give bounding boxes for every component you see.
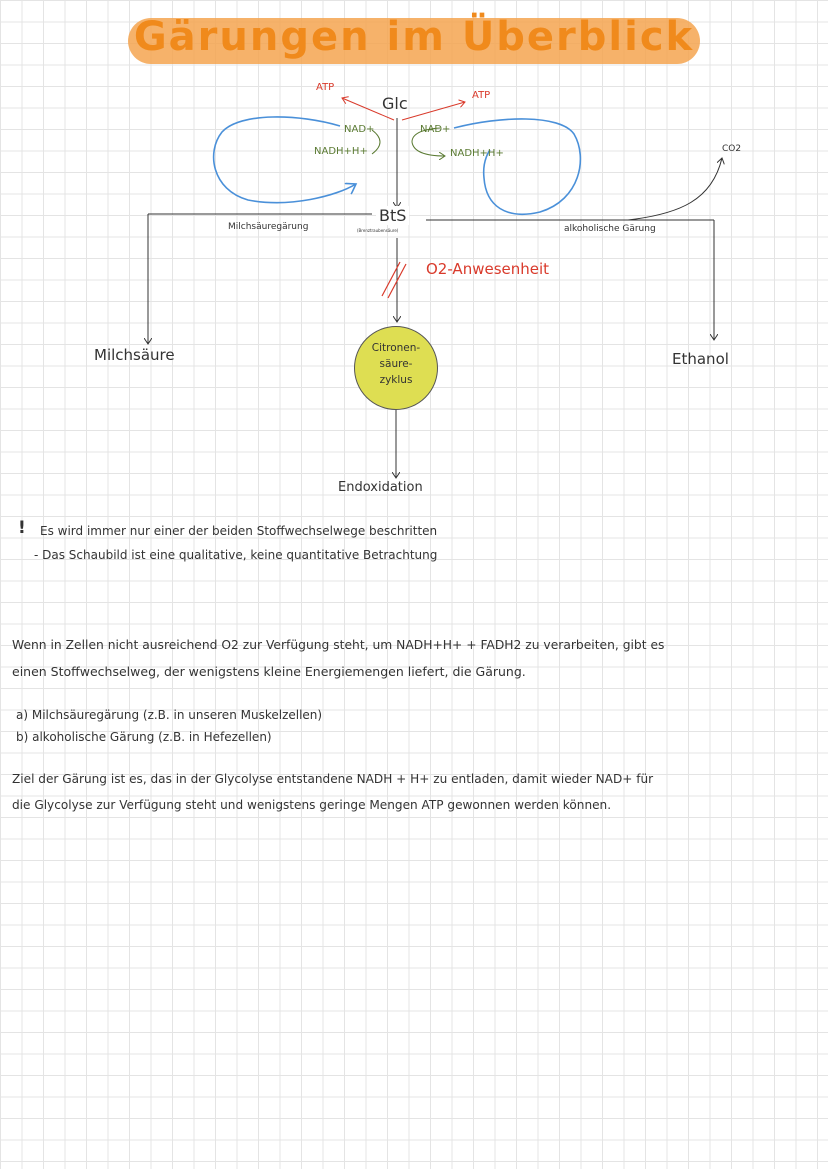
citrate-cycle-label: Citronen- säure- zyklus [354, 340, 438, 388]
o2-strike-1 [381, 261, 401, 297]
co2-arrow [627, 158, 722, 221]
alkoholische-gaerung-label: alkoholische Gärung [564, 224, 656, 234]
paragraph-2-line-2: die Glycolyse zur Verfügung steht und we… [12, 798, 612, 812]
title-highlight [128, 18, 700, 64]
citrate-line-3: zyklus [379, 374, 413, 386]
blue-cycle-right [453, 118, 582, 216]
paragraph-1-line-2: einen Stoffwechselweg, der wenigstens kl… [12, 664, 526, 679]
note-line-1: Es wird immer nur einer der beiden Stoff… [40, 524, 438, 538]
nadh-left-label: NADH+H+ [314, 146, 368, 157]
bts-small-label: (Brenztraubensäure) [357, 228, 399, 233]
milchsaeuregaerung-label: Milchsäuregärung [228, 222, 309, 232]
citrate-cycle-circle [354, 326, 438, 410]
citrate-line-2: säure- [379, 358, 413, 370]
glc-label: Glc [382, 94, 408, 113]
atp-right-label: ATP [472, 90, 491, 101]
nad-right-curve [411, 127, 445, 156]
atp-left-label: ATP [316, 82, 335, 93]
blue-cycle-left [212, 116, 356, 204]
nadh-right-label: NADH+H+ [450, 148, 504, 159]
o2-presence-label: O2-Anwesenheit [426, 260, 550, 278]
list-item-a: a) Milchsäuregärung (z.B. in unseren Mus… [16, 708, 323, 722]
atp-right-arrow [401, 102, 465, 121]
exclamation-mark: ! [18, 518, 26, 538]
paragraph-1-line-1: Wenn in Zellen nicht ausreichend O2 zur … [12, 638, 665, 652]
nad-left-curve [371, 129, 381, 155]
atp-left-arrow [342, 98, 395, 121]
citrate-line-1: Citronen- [371, 342, 421, 354]
nad-right-label: NAD+ [420, 124, 451, 135]
endoxidation-label: Endoxidation [338, 480, 423, 495]
note-line-2: - Das Schaubild ist eine qualitative, ke… [34, 548, 438, 562]
o2-strike-2 [387, 263, 407, 299]
fermentation-diagram [0, 0, 828, 520]
ethanol-label: Ethanol [672, 350, 729, 368]
list-item-b: b) alkoholische Gärung (z.B. in Hefezell… [16, 730, 272, 744]
paragraph-2-line-1: Ziel der Gärung ist es, das in der Glyco… [12, 772, 654, 786]
co2-label: CO2 [722, 144, 742, 154]
page-title: Gärungen im Überblick [133, 14, 695, 60]
bts-label: BtS [376, 206, 410, 225]
milchsaeure-label: Milchsäure [94, 346, 175, 364]
nad-left-label: NAD+ [344, 124, 375, 135]
